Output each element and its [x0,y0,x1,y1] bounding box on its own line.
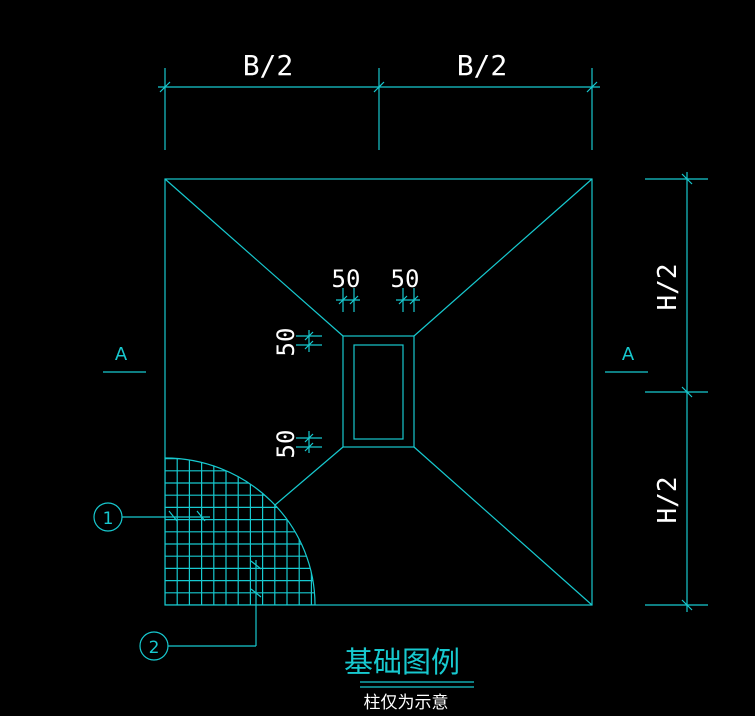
foundation-outline [164,178,593,606]
slope-line-tr [413,178,593,337]
slope-line-br [413,446,593,606]
section-label-right: A [622,344,635,365]
dim-50-left-lower: 50 [272,430,300,459]
top-dimension: B/2 B/2 [158,49,600,150]
callout-2: 2 [139,560,262,661]
callout-1-label: 1 [103,509,114,529]
section-marks: A A [103,344,648,373]
drawing-title: 基础图例 [344,645,460,679]
slope-line-tl [164,178,344,337]
right-dimension: H/2 H/2 [645,172,708,612]
dim-50-left-upper: 50 [272,328,300,357]
rebar-grid [164,457,316,606]
column-dimensions: 50 50 50 50 [272,265,420,458]
section-label-left: A [115,344,128,365]
callout-2-label: 2 [149,638,160,658]
dim-50-top-left: 50 [332,265,361,293]
dim-h-half-bottom: H/2 [653,477,683,524]
callout-1: 1 [93,502,210,532]
column-outline [342,335,415,448]
drawing-subtitle: 柱仅为示意 [364,693,449,713]
dim-b-half-left: B/2 [243,49,294,82]
dim-b-half-right: B/2 [457,49,508,82]
dim-50-top-right: 50 [391,265,420,293]
foundation-plan [164,178,593,606]
dim-h-half-top: H/2 [653,264,683,311]
column-inner [353,344,404,440]
title-block: 基础图例 柱仅为示意 [344,645,474,713]
rebar-grid-arc [164,457,316,606]
slope-line-bl [274,446,344,506]
